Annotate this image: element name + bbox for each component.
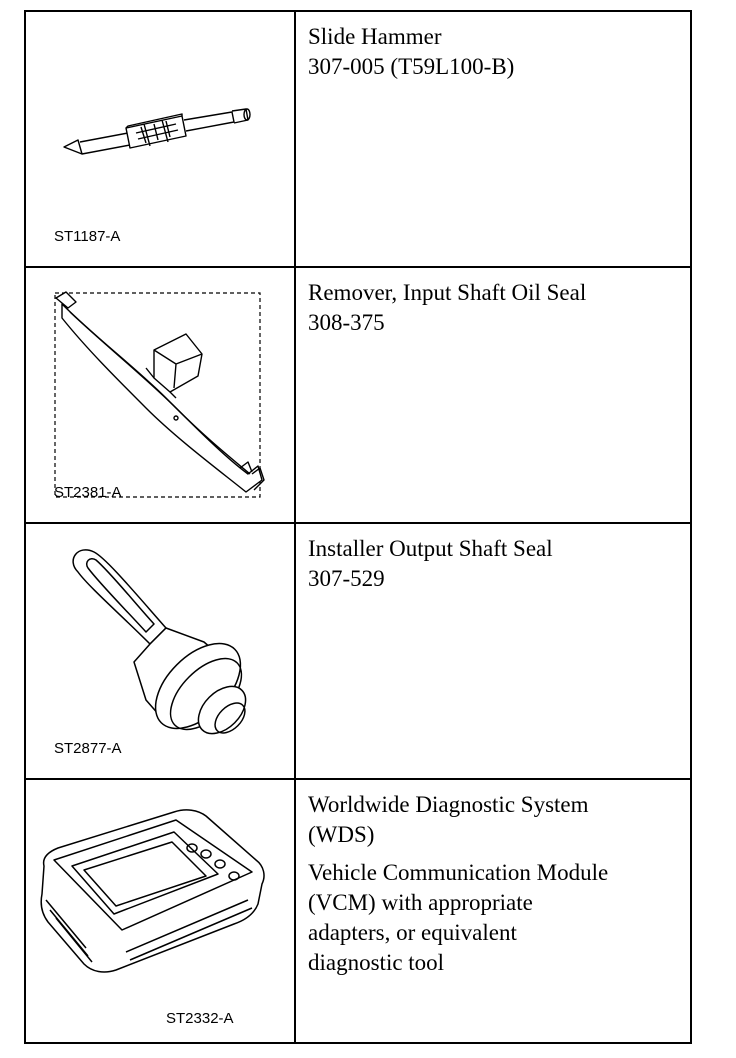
tool-description-cell: Worldwide Diagnostic System (WDS) Vehicl… xyxy=(294,778,692,1044)
figure-code: ST1187-A xyxy=(54,228,121,245)
tool-name: Installer Output Shaft Seal xyxy=(308,536,553,561)
seal-remover-icon xyxy=(26,268,294,524)
table-row: ST1187-A Slide Hammer 307-005 (T59L100-B… xyxy=(24,10,692,268)
seal-installer-icon xyxy=(26,524,294,780)
tool-part-number: 307-529 xyxy=(308,566,385,591)
tool-description-line: adapters, or equivalent xyxy=(308,920,517,945)
tool-description-line: diagnostic tool xyxy=(308,950,445,975)
tool-part-number: 307-005 (T59L100-B) xyxy=(308,54,515,79)
figure-code: ST2877-A xyxy=(54,740,122,757)
special-tools-table: ST1187-A Slide Hammer 307-005 (T59L100-B… xyxy=(24,10,692,1044)
figure-code: ST2332-A xyxy=(166,1010,234,1027)
tool-description-line: Vehicle Communication Module xyxy=(308,860,609,885)
tool-part-number: 308-375 xyxy=(308,310,385,335)
tool-description-cell: Installer Output Shaft Seal 307-529 xyxy=(294,522,692,780)
tool-illustration-cell: ST2877-A xyxy=(24,522,296,780)
tool-name-continued: (WDS) xyxy=(308,822,375,847)
table-row: ST2381-A Remover, Input Shaft Oil Seal 3… xyxy=(24,266,692,524)
diagnostic-device-icon xyxy=(26,780,294,1044)
tool-name: Slide Hammer xyxy=(308,24,442,49)
table-row: ST2877-A Installer Output Shaft Seal 307… xyxy=(24,522,692,780)
tool-illustration-cell: ST2332-A xyxy=(24,778,296,1044)
table-row: ST2332-A Worldwide Diagnostic System (WD… xyxy=(24,778,692,1044)
tool-description-cell: Remover, Input Shaft Oil Seal 308-375 xyxy=(294,266,692,524)
tool-name: Worldwide Diagnostic System xyxy=(308,792,589,817)
tool-description-cell: Slide Hammer 307-005 (T59L100-B) xyxy=(294,10,692,268)
slide-hammer-icon xyxy=(26,12,294,268)
figure-code: ST2381-A xyxy=(54,484,122,501)
tool-description-line: (VCM) with appropriate xyxy=(308,890,533,915)
tool-illustration-cell: ST2381-A xyxy=(24,266,296,524)
tool-name: Remover, Input Shaft Oil Seal xyxy=(308,280,587,305)
tool-illustration-cell: ST1187-A xyxy=(24,10,296,268)
